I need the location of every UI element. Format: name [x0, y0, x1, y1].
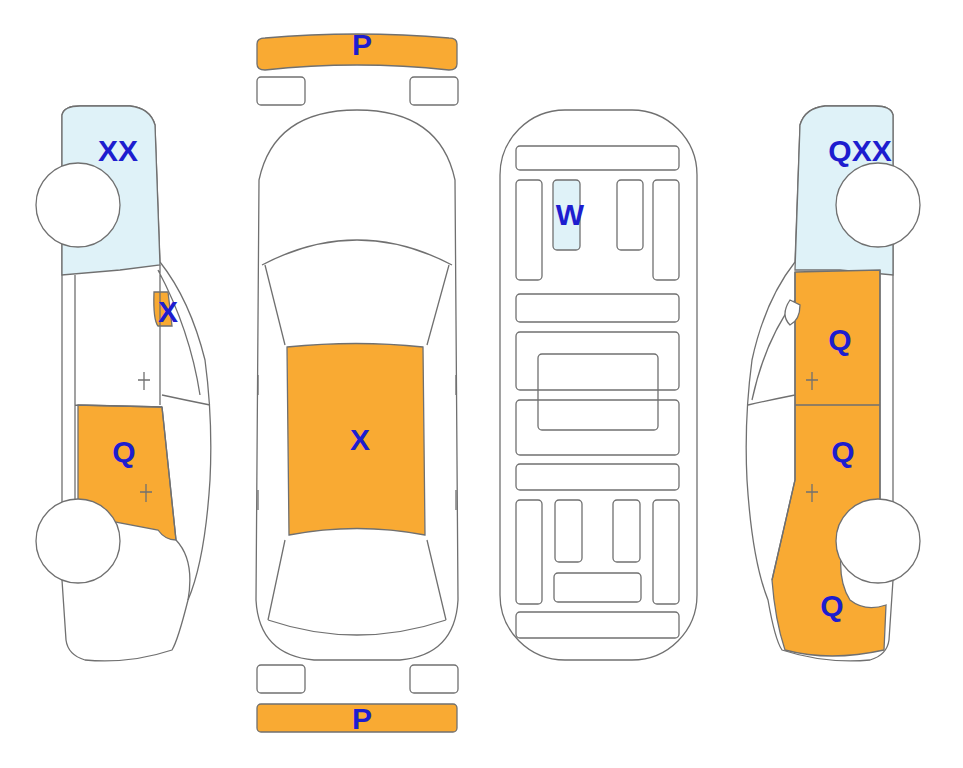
handle: [806, 372, 818, 502]
console: [538, 354, 658, 430]
front-wheel: [836, 163, 920, 247]
roof-panel: [287, 344, 425, 536]
rear-wheel: [836, 499, 920, 583]
interior-outline: [500, 110, 697, 660]
top-body-outline: [256, 110, 458, 660]
panel: [613, 500, 640, 562]
front-wheel: [36, 163, 120, 247]
rear-light-right: [410, 665, 458, 693]
panel: [516, 332, 679, 390]
damage-code: P: [352, 704, 372, 734]
damage-code: X: [158, 297, 178, 327]
damage-code: P: [352, 30, 372, 60]
panel: [653, 500, 679, 604]
damage-code: XX: [98, 136, 138, 166]
panel: [555, 500, 582, 562]
right-side-view: [746, 106, 920, 661]
damage-code: QXX: [828, 136, 891, 166]
front-light-right: [410, 77, 458, 105]
handle: [138, 372, 152, 502]
damage-code: W: [556, 200, 584, 230]
panel: [554, 573, 641, 602]
damage-code: X: [350, 425, 370, 455]
front-light-left: [257, 77, 305, 105]
panel: [516, 612, 679, 638]
left-side-view: [36, 106, 211, 661]
rear-light-left: [257, 665, 305, 693]
rear-wheel: [36, 499, 120, 583]
side-panels: [772, 270, 886, 656]
panel: [516, 294, 679, 322]
windshield: [262, 240, 452, 635]
mirrors: [258, 375, 456, 510]
panel: [516, 180, 542, 280]
damage-code: Q: [831, 437, 854, 467]
interior-view: [500, 110, 697, 660]
panel: [516, 500, 542, 604]
panel: [516, 400, 679, 455]
top-view: [256, 34, 458, 732]
damage-code: Q: [828, 325, 851, 355]
mirror: [785, 300, 800, 325]
panel: [516, 464, 679, 490]
damage-code: Q: [112, 437, 135, 467]
damage-code: Q: [820, 591, 843, 621]
panel: [653, 180, 679, 280]
dash: [516, 146, 679, 170]
panel: [617, 180, 643, 250]
